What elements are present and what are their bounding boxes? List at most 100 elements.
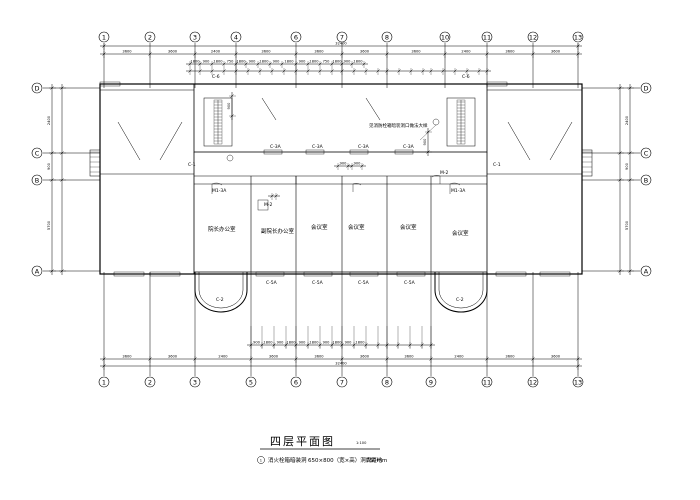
axis-bubble-top-7-circle bbox=[336, 31, 348, 43]
dim-detail-bottom-text: 900 bbox=[323, 341, 331, 345]
dim-bays-bottom-text: 3600 bbox=[505, 355, 515, 359]
axis-bubble-bottom-6-circle bbox=[290, 376, 302, 388]
dim-detail-bottom-text: 900 bbox=[277, 341, 285, 345]
dim-detail-top-text: 750 bbox=[323, 60, 331, 64]
dim-overall-bottom-text: 32400 bbox=[335, 362, 347, 366]
tag-window-c5a-1: C-5A bbox=[266, 280, 278, 286]
dim-bays-bottom-text: 3600 bbox=[269, 355, 279, 359]
axis-bubble-bottom-5-circle bbox=[245, 376, 257, 388]
glazing-diagonal bbox=[159, 121, 183, 161]
dim-bays-top-text: 3600 bbox=[261, 50, 271, 54]
door-swing-office-right bbox=[449, 182, 461, 194]
dim-detail-top-text: 1800 bbox=[259, 60, 269, 64]
bay-window-left-outer bbox=[194, 272, 248, 313]
note-marker-circle bbox=[257, 456, 265, 464]
tag-window-c6-left: C-6 bbox=[212, 74, 220, 80]
tag-door-m2-left: M-2 bbox=[264, 202, 273, 208]
axis-bubble-top-10-label: 10 bbox=[441, 33, 449, 41]
room-label-office-right: 副院长办公室 bbox=[261, 227, 295, 235]
tag-door-m2-right: M-2 bbox=[440, 170, 449, 176]
tag-window-c3a-3: C-3A bbox=[358, 144, 370, 150]
axis-bubble-left-D-circle bbox=[31, 82, 43, 94]
axis-bubble-top-7-label: 7 bbox=[340, 33, 344, 41]
dim-detail-bottom-text: 1800 bbox=[309, 341, 319, 345]
detail-layer bbox=[89, 81, 593, 313]
balcony-left bbox=[89, 149, 101, 177]
callout-note: 见消防栓箱暗装洞口做法大样 bbox=[369, 122, 428, 129]
dim-detail-bottom-text: 1800 bbox=[332, 341, 342, 345]
dim-bays-bottom-text: 3600 bbox=[122, 355, 132, 359]
door-swing-meeting-2 bbox=[352, 183, 362, 192]
axis-bubble-bottom-7-circle bbox=[336, 376, 348, 388]
dim-detail-top-text: 1800 bbox=[213, 60, 223, 64]
axis-bubble-right-D-circle bbox=[640, 82, 652, 94]
note-text: 消火栓箱暗装洞 bbox=[268, 456, 307, 464]
axis-bubble-bottom-9-circle bbox=[425, 376, 437, 388]
dim-detail-top-text: 1800 bbox=[332, 60, 342, 64]
axis-bubble-bottom-5-label: 5 bbox=[249, 378, 253, 386]
dim-depth-right-text: 900 bbox=[625, 162, 629, 170]
axis-bubble-bottom-9-label: 9 bbox=[429, 378, 433, 386]
axis-bubble-bottom-12-label: 12 bbox=[529, 378, 537, 386]
dim-bays-top-text: 3600 bbox=[168, 50, 178, 54]
axis-bubble-left-B-label: B bbox=[35, 176, 39, 184]
bay-window-right-outer bbox=[434, 272, 488, 313]
room-label-office-left: 院长办公室 bbox=[208, 225, 236, 233]
axis-bubble-bottom-1-circle bbox=[98, 376, 110, 388]
axis-bubble-top-3-circle bbox=[189, 31, 201, 43]
dim-bays-top-text: 3600 bbox=[314, 50, 324, 54]
dim-bays-top-text: 3600 bbox=[505, 50, 515, 54]
stair-well bbox=[446, 97, 476, 147]
axis-bubble-top-2-circle bbox=[144, 31, 156, 43]
axis-bubble-bottom-13-label: 13 bbox=[574, 378, 582, 386]
dim-detail-top-text: 1800 bbox=[190, 60, 200, 64]
axis-bubble-bottom-13-circle bbox=[572, 376, 584, 388]
walls-layer bbox=[99, 83, 583, 275]
axis-bubble-top-1-circle bbox=[98, 31, 110, 43]
axis-bubble-top-11-circle bbox=[481, 31, 493, 43]
dim-depth-right-text: 5700 bbox=[625, 220, 629, 230]
dim-detail-top-text: 900 bbox=[273, 60, 281, 64]
axis-bubble-left-A-label: A bbox=[35, 267, 40, 275]
axis-bubble-bottom-8-label: 8 bbox=[385, 378, 389, 386]
dim-depth-right-text: 2400 bbox=[625, 115, 629, 125]
dim-detail-top-text: 900 bbox=[203, 60, 211, 64]
axis-bubble-bottom-2-label: 2 bbox=[148, 378, 152, 386]
tag-door-m13a-right: M1-3A bbox=[451, 188, 466, 194]
dim-overall-top-text: 32400 bbox=[335, 42, 347, 46]
tag-window-c2-left: C-2 bbox=[216, 297, 224, 303]
dim-detail-top-text: 900 bbox=[249, 60, 257, 64]
tag-window-c1-right: C-1 bbox=[493, 162, 501, 168]
balcony-right bbox=[581, 149, 593, 177]
axis-bubble-left-C-circle bbox=[31, 147, 43, 159]
dim-detail-bottom-text: 1800 bbox=[286, 341, 296, 345]
axis-bubble-top-8-circle bbox=[381, 31, 393, 43]
axis-bubble-left-C-label: C bbox=[35, 149, 40, 157]
room-label-meeting-4: 会议室 bbox=[452, 229, 469, 237]
bay-window-left-inner bbox=[198, 272, 244, 309]
dim-door-4-text: 900 bbox=[423, 138, 427, 146]
bay-window-right-inner bbox=[438, 272, 484, 309]
axis-bubble-top-11-label: 11 bbox=[483, 33, 491, 41]
axis-bubble-top-4-circle bbox=[230, 31, 242, 43]
dim-door-5-text: 900 bbox=[227, 102, 231, 110]
axis-bubble-bottom-2-circle bbox=[144, 376, 156, 388]
door-swing-office-left bbox=[211, 182, 223, 194]
dim-door-1-text: 900 bbox=[340, 162, 348, 166]
glazing-diagonal bbox=[365, 97, 381, 121]
dim-detail-top-text: 900 bbox=[344, 60, 352, 64]
note-size: 650×800（宽×高）洞底距地 bbox=[308, 456, 383, 464]
axis-bubble-bottom-11-circle bbox=[481, 376, 493, 388]
axis-bubble-bottom-3-label: 3 bbox=[193, 378, 197, 386]
note-height: 750mm bbox=[366, 458, 387, 464]
dim-bays-top-text: 3600 bbox=[360, 50, 370, 54]
dim-detail-bottom-text: 900 bbox=[253, 341, 261, 345]
glazing-diagonal bbox=[117, 121, 141, 161]
dim-detail-top-text: 900 bbox=[299, 60, 307, 64]
axis-bubble-left-D-label: D bbox=[34, 84, 39, 92]
dimension-layer bbox=[49, 43, 634, 370]
dim-bays-bottom-text: 3600 bbox=[551, 355, 561, 359]
stair-flight bbox=[213, 99, 223, 145]
